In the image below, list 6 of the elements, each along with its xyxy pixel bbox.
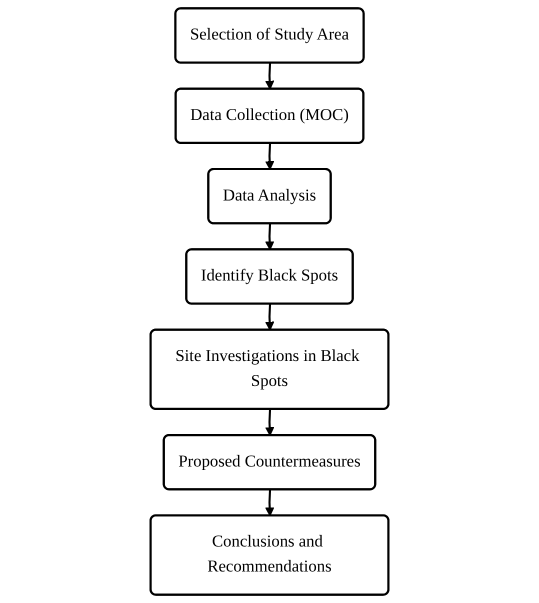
arrow [265,224,274,250]
arrow [265,409,274,436]
arrow [265,490,274,516]
arrow [265,143,274,170]
arrow [265,304,274,331]
arrow [265,63,274,90]
